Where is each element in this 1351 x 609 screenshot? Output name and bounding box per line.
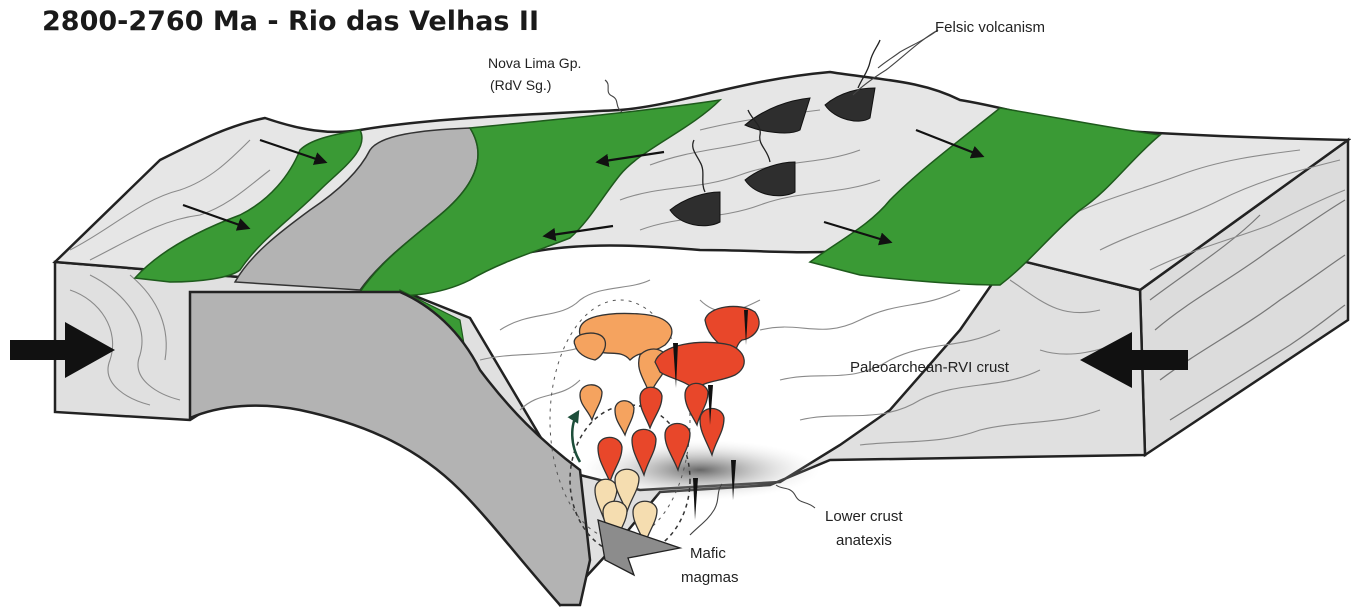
diagram-title: 2800-2760 Ma - Rio das Velhas II: [42, 6, 539, 37]
label-nova-lima-line1: Nova Lima Gp.: [488, 55, 581, 71]
label-lower-crust-line2: anatexis: [836, 532, 892, 549]
subducting-slab: [190, 292, 590, 605]
label-mafic-line2: magmas: [681, 569, 739, 586]
label-crust: Paleoarchean-RVI crust: [850, 359, 1010, 376]
label-nova-lima-line2: (RdV Sg.): [490, 77, 551, 93]
label-felsic-volcanism: Felsic volcanism: [935, 19, 1045, 36]
felsic-magma-bodies: [574, 313, 672, 435]
magma-ascent-arrow: [572, 412, 580, 462]
label-mafic-line1: Mafic: [690, 545, 726, 562]
label-lower-crust-line1: Lower crust: [825, 508, 903, 525]
